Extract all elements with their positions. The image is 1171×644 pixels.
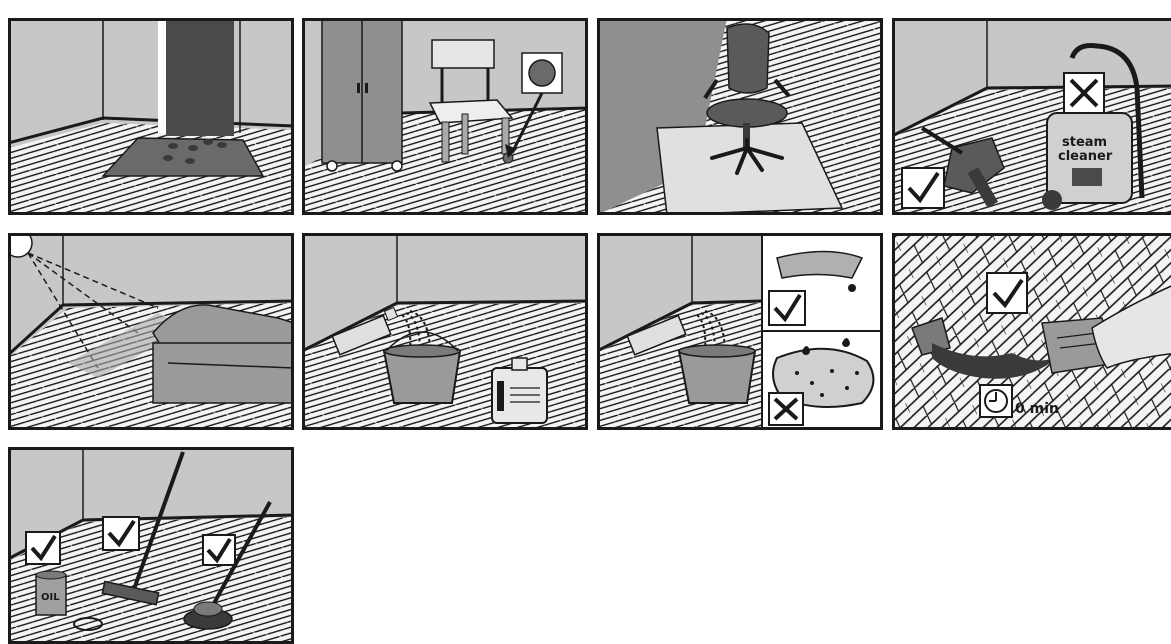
oil-can: OIL [36, 571, 66, 615]
panel-felt-pads [302, 18, 588, 215]
doorway [166, 18, 234, 136]
panel-wipe-spill: 0 min [892, 233, 1171, 430]
sofa [153, 305, 294, 403]
oil-can-label: OIL [41, 592, 60, 603]
steam-label-line2: cleaner [1058, 149, 1113, 164]
timer-label: 0 min [1015, 401, 1059, 417]
panel-sunlight [8, 233, 294, 430]
steam-label-line1: steam [1062, 135, 1107, 150]
panel-chair-mat [597, 18, 883, 215]
panel-no-steam-cleaner: steam cleaner [892, 18, 1171, 215]
panel-maintenance: OIL [8, 447, 294, 644]
canister [492, 358, 547, 423]
panel-doormat [8, 18, 294, 215]
panel-cleaning-agent [302, 233, 588, 430]
panel-cloth-not-sponge [597, 233, 883, 430]
bucket [679, 351, 755, 403]
felt-pad-icon [529, 60, 555, 86]
